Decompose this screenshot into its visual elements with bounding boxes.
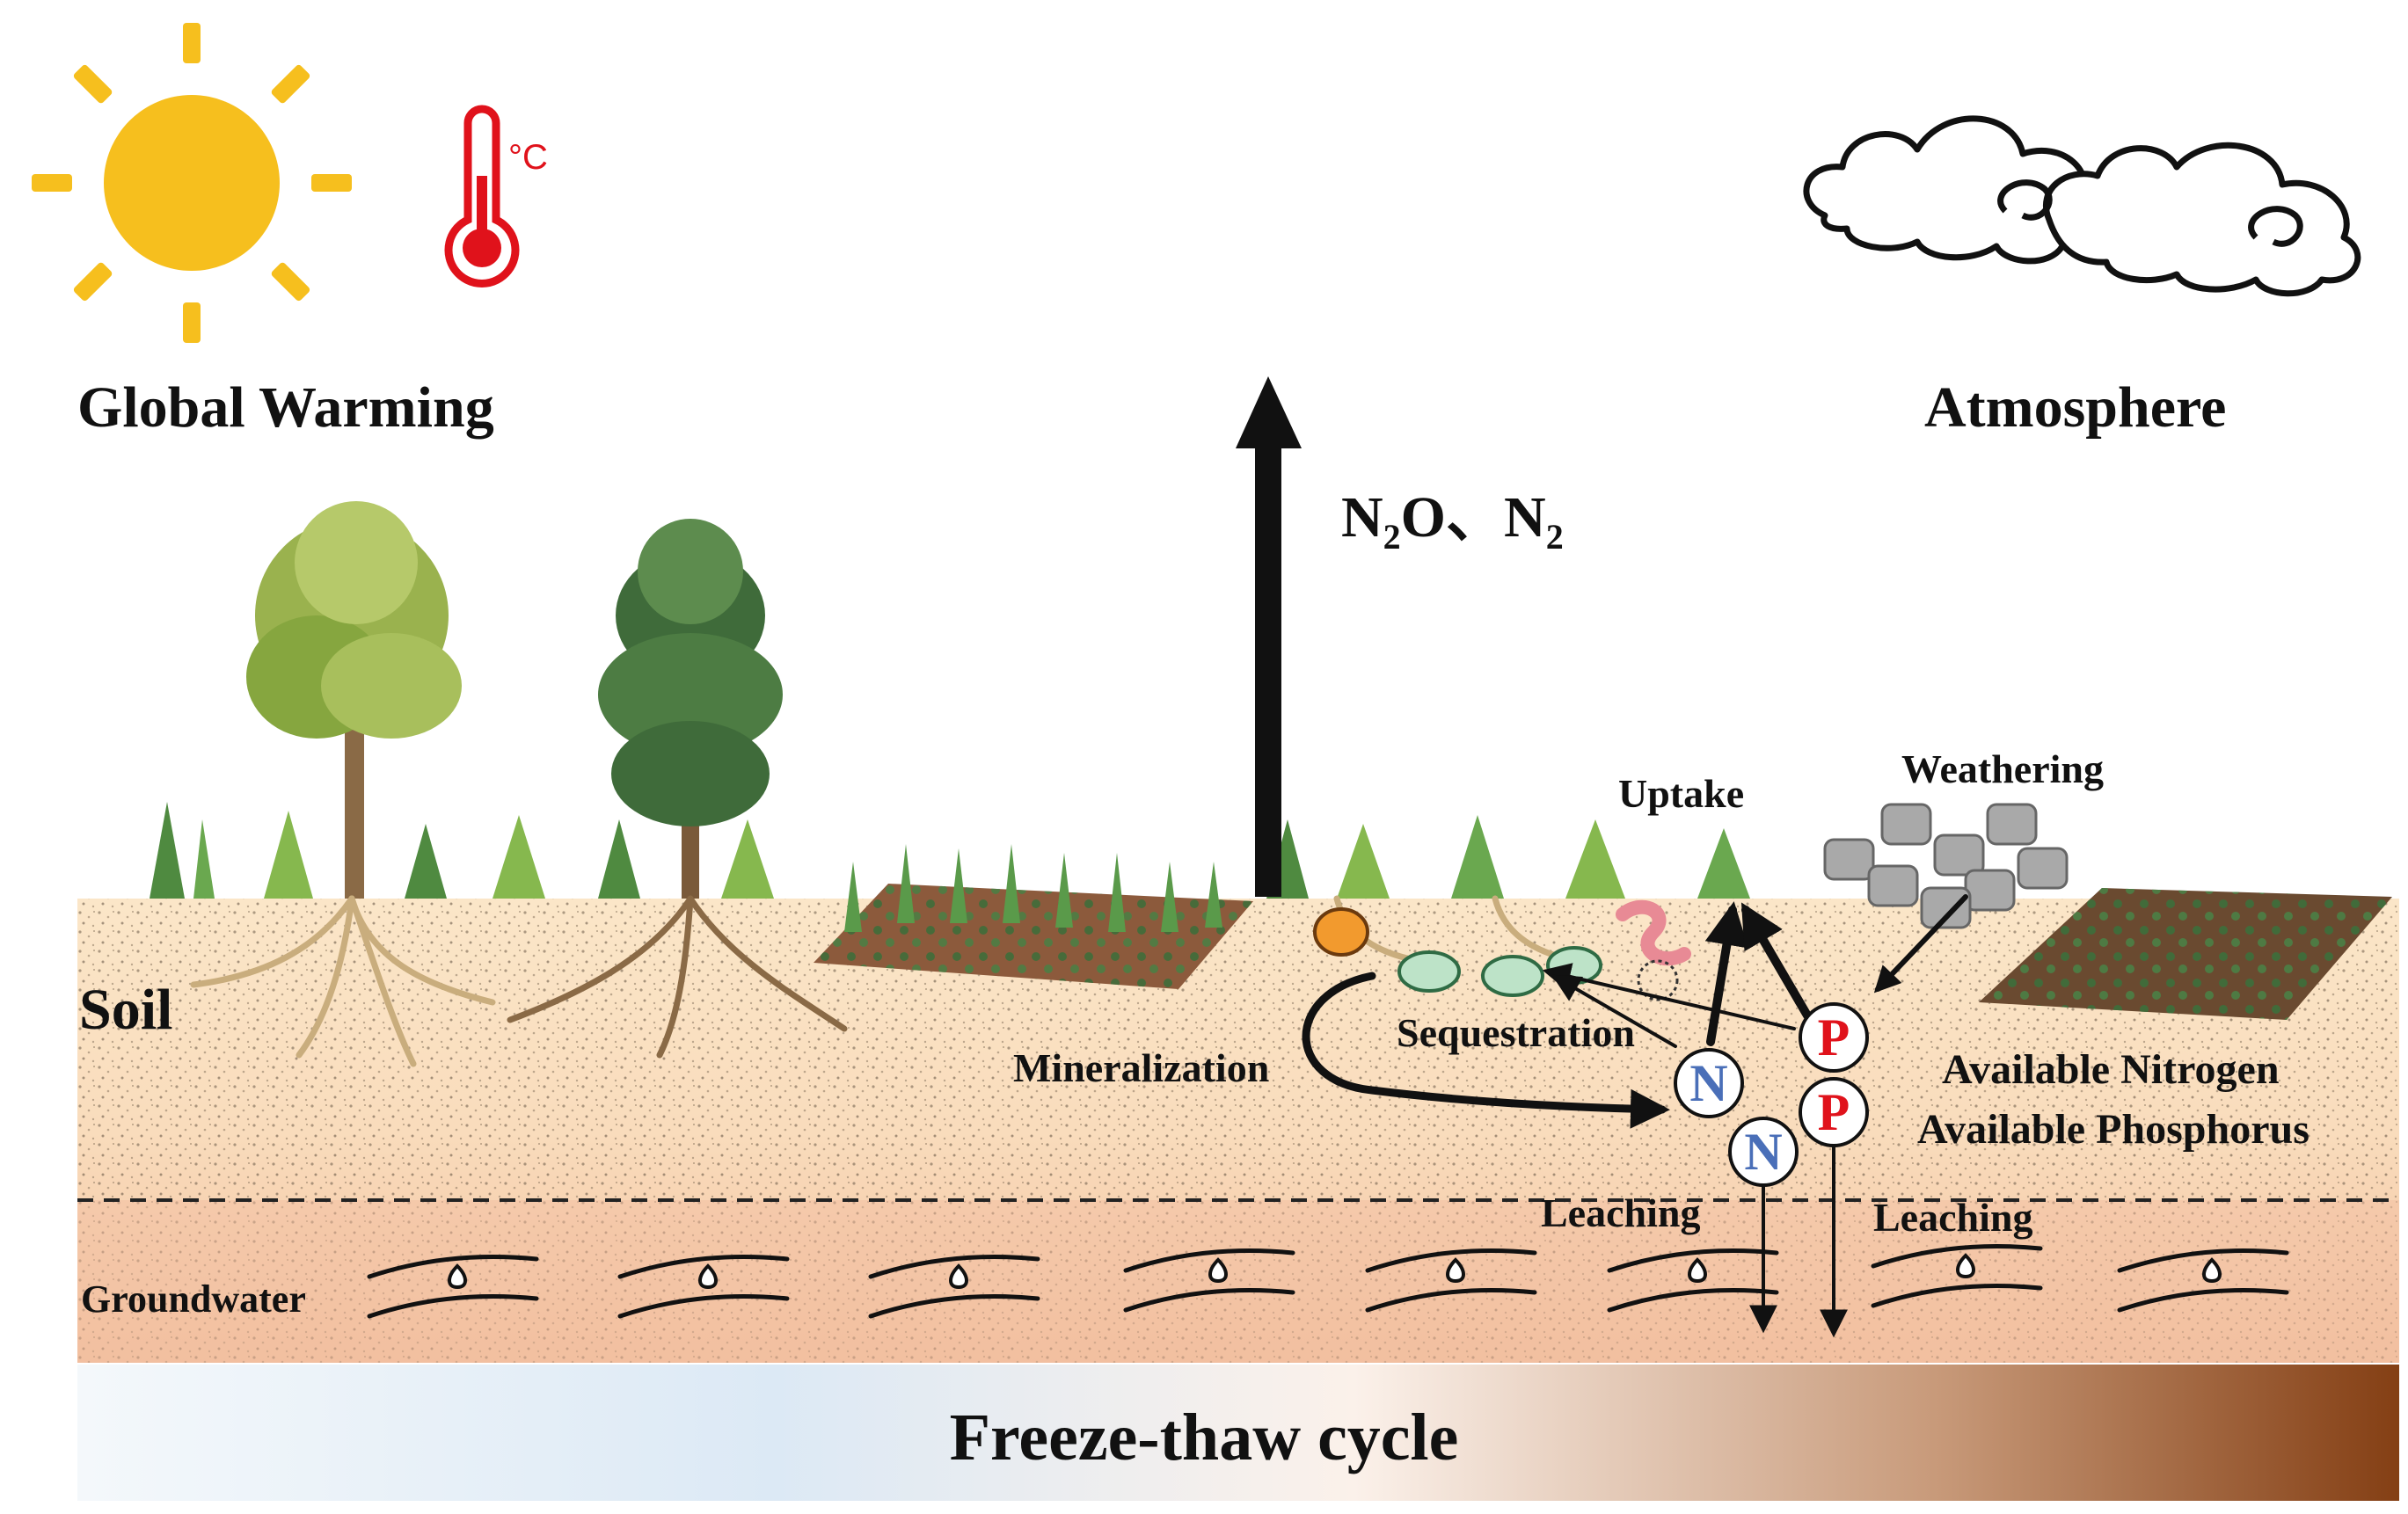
freeze-thaw-label: Freeze-thaw cycle: [950, 1401, 1459, 1474]
gas-label: N2O、N2: [1341, 485, 1564, 557]
cloud-icon: [1803, 115, 2361, 297]
phosphorus-node: P: [1799, 1077, 1869, 1147]
microbe-icon: [1313, 899, 1691, 1001]
gas-separator: 、: [1446, 485, 1504, 550]
groundwater-label: Groundwater: [81, 1277, 306, 1321]
soil-label: Soil: [79, 978, 172, 1042]
leaching-label-left: Leaching: [1541, 1190, 1700, 1235]
emission-arrow: [1236, 376, 1302, 897]
phosphorus-node: P: [1799, 1002, 1869, 1073]
global-warming-label: Global Warming: [77, 375, 494, 440]
gas-n2-sub: 2: [1546, 517, 1564, 557]
sequestration-label: Sequestration: [1397, 1010, 1635, 1055]
freeze-thaw-bar: [77, 1365, 2399, 1501]
nitrogen-node: N: [1728, 1117, 1799, 1187]
ground-plants: [150, 802, 1750, 899]
gas-n2o-n: N: [1341, 485, 1383, 550]
rock-icon: [1823, 803, 2069, 929]
crop-field-icon: [814, 844, 1253, 989]
thermometer-icon: [444, 105, 520, 288]
gas-n2-n: N: [1504, 485, 1546, 550]
groundwater-flows: [367, 1244, 2289, 1319]
leaching-label-right: Leaching: [1873, 1195, 2032, 1240]
atmosphere-label: Atmosphere: [1924, 375, 2226, 440]
available-nitrogen-label: Available Nitrogen: [1942, 1046, 2280, 1093]
available-phosphorus-label: Available Phosphorus: [1917, 1106, 2309, 1153]
process-arrows: [1302, 894, 1968, 1338]
uptake-label: Uptake: [1618, 771, 1744, 816]
tree-icon: [246, 501, 462, 899]
weathering-label: Weathering: [1901, 746, 2104, 791]
nitrogen-node: N: [1674, 1048, 1744, 1118]
crop-field-icon: [1979, 888, 2392, 1020]
water-drop-icon: [448, 1253, 2222, 1290]
mineralization-label: Mineralization: [1013, 1045, 1269, 1090]
temperature-unit: °C: [508, 138, 548, 177]
gas-n2o-sub: 2: [1383, 517, 1401, 557]
tree-icon: [598, 519, 783, 899]
sun-icon: [32, 23, 352, 343]
gas-n2o-o: O: [1401, 485, 1446, 550]
